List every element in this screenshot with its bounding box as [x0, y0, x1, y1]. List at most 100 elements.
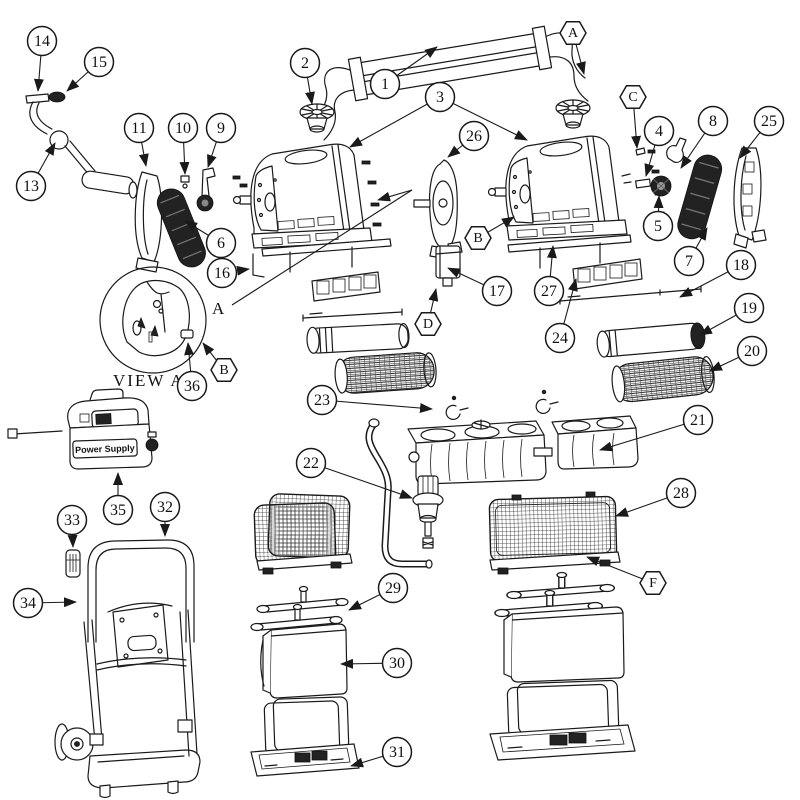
caddy-cart	[54, 539, 201, 799]
right-track-belt-7	[677, 154, 723, 240]
callout-23: 23	[306, 384, 433, 416]
callout-26: 26	[447, 120, 490, 158]
circle-marker	[381, 736, 413, 768]
circle-marker	[481, 275, 513, 307]
callout-label: 22	[303, 455, 319, 472]
motor-block-left	[407, 419, 547, 485]
callout-25: 25	[739, 105, 785, 159]
callout-36: 36	[176, 342, 208, 402]
right-bottom-lip-27	[507, 234, 632, 269]
callout-1: 1	[369, 46, 438, 100]
leader-line	[349, 96, 441, 148]
left-mesh-screen	[253, 493, 353, 575]
side-plate-25	[733, 147, 767, 249]
callout-label: 24	[552, 330, 568, 347]
circle-marker	[369, 68, 401, 100]
left-pin-16	[252, 253, 265, 278]
callout-label: B	[219, 363, 228, 378]
circle-marker	[26, 25, 58, 57]
hex-marker	[210, 357, 238, 383]
callout-16: 16	[206, 257, 250, 289]
callout-label: 27	[541, 283, 557, 300]
callout-label: 29	[385, 580, 401, 597]
circle-marker	[544, 322, 576, 354]
filter-set-middle	[250, 585, 360, 777]
callout-7: 7	[673, 227, 708, 277]
hose	[365, 418, 433, 569]
callout-F: F	[586, 556, 667, 596]
circle-marker	[533, 275, 565, 307]
callout-10: 10	[167, 112, 199, 175]
power-supply-label: Power Supply	[75, 443, 135, 455]
callout-label: F	[649, 576, 657, 591]
callout-label: 9	[217, 120, 225, 137]
mesh-roller-20	[611, 355, 715, 403]
leader-line	[310, 462, 413, 499]
circle-marker	[736, 335, 768, 367]
callout-label: 32	[157, 499, 173, 516]
callout-label: 8	[709, 113, 717, 130]
circle-marker	[12, 587, 44, 619]
callout-8: 8	[680, 105, 729, 169]
circle-marker	[642, 210, 674, 242]
callout-label: 34	[20, 595, 36, 612]
impeller-near-a	[555, 99, 591, 129]
callout-label: 5	[654, 218, 662, 235]
circle-marker	[725, 249, 757, 281]
callout-label: 11	[131, 120, 146, 137]
right-mesh-screen-28	[488, 491, 621, 575]
handle-assembly	[313, 25, 589, 141]
callout-C: C	[619, 84, 647, 149]
pin-c-target	[635, 147, 646, 156]
gear-5	[650, 175, 672, 197]
circle-marker	[206, 257, 238, 289]
callout-28: 28	[615, 477, 697, 517]
callout-B: B	[464, 216, 515, 251]
callout-22: 22	[295, 447, 413, 499]
callout-label: 26	[466, 128, 482, 145]
callout-label: 18	[733, 257, 749, 274]
circle-marker	[15, 170, 47, 202]
circle-marker	[289, 47, 321, 79]
callout-label: 35	[110, 502, 126, 519]
callout-34: 34	[12, 587, 77, 619]
circle-marker	[643, 115, 675, 147]
view-a-detail	[99, 266, 207, 374]
circle-marker	[753, 105, 785, 137]
leader-line	[599, 419, 699, 452]
left-drive-assembly	[134, 167, 216, 273]
callout-18: 18	[679, 249, 757, 298]
float-box-17	[435, 245, 461, 287]
callout-14: 14	[26, 25, 58, 92]
clip-tool-23	[445, 395, 469, 420]
callout-24: 24	[544, 278, 578, 354]
callout-label: 23	[314, 392, 330, 409]
callout-5: 5	[642, 195, 674, 242]
callout-label: 6	[217, 235, 225, 252]
callout-30: 30	[340, 647, 413, 679]
circle-marker	[733, 292, 765, 324]
callout-label: 15	[91, 54, 107, 71]
float-valve-22	[412, 475, 444, 549]
callout-2: 2	[289, 47, 321, 105]
callout-19: 19	[699, 292, 765, 336]
leader-line	[321, 399, 433, 414]
circle-marker	[381, 647, 413, 679]
callout-label: 13	[23, 178, 39, 195]
callout-label: B	[473, 231, 482, 246]
callout-label: 7	[685, 253, 693, 270]
callout-label: A	[568, 26, 579, 41]
circle-marker	[306, 384, 338, 416]
axle-rod-18	[559, 285, 702, 305]
circle-marker	[295, 447, 327, 479]
callout-label: 28	[673, 485, 689, 502]
callout-layer: 1234567891011131415161718192021222324252…	[12, 20, 785, 768]
callout-label: 4	[655, 123, 663, 140]
callout-label: 31	[389, 744, 405, 761]
callout-29: 29	[348, 572, 409, 611]
hex-marker	[464, 225, 492, 251]
circle-marker	[673, 245, 705, 277]
callout-3: 3	[349, 81, 528, 148]
callout-15: 15	[66, 46, 115, 92]
